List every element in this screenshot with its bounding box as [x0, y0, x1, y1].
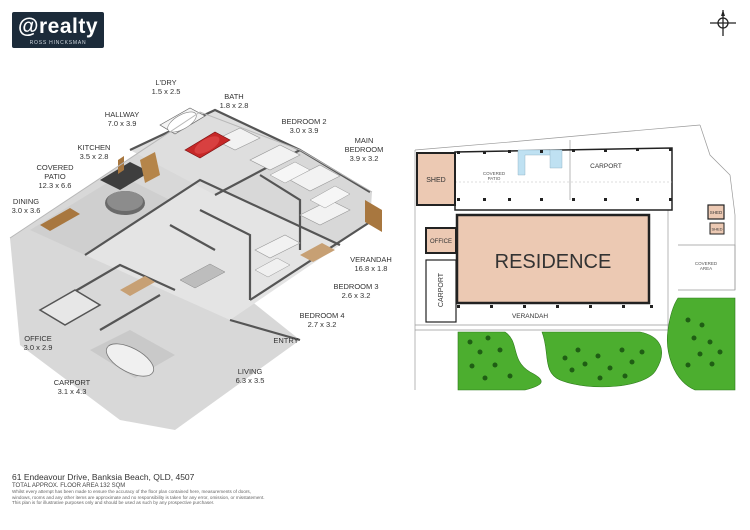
realty-logo: @realty ROSS HINCKSMAN [12, 12, 104, 48]
total-floor-area: TOTAL APPROX. FLOOR AREA 132 SQM [12, 483, 126, 489]
site-small-shed-label: SHED [710, 210, 723, 215]
logo-brand: @realty [18, 15, 99, 38]
site-small-shed2-label: SHED [711, 227, 722, 232]
site-carport-top-label: CARPORT [590, 163, 622, 170]
logo-tagline: ROSS HINCKSMAN [29, 40, 87, 46]
site-plan: SHED RESIDENCE OFFICE CARPORT VERANDAH C… [414, 124, 736, 391]
disclaimer-line-2: windows, rooms and any other items are a… [12, 494, 265, 500]
property-address: 61 Endeavour Drive, Banksia Beach, QLD, … [12, 472, 195, 482]
site-office-label: OFFICE [430, 239, 452, 245]
site-shed-label: SHED [426, 177, 445, 184]
listing-footer: 61 Endeavour Drive, Banksia Beach, QLD, … [12, 472, 512, 506]
north-compass-icon [710, 10, 736, 36]
label-entry: ENTRY [273, 336, 299, 345]
site-carport-side-label: CARPORT [438, 272, 445, 307]
site-verandah-label: VERANDAH [512, 313, 548, 320]
disclaimer-line-3: This plan is for illustrative purposes o… [12, 500, 215, 506]
isometric-floor-plan [9, 107, 382, 430]
site-residence-label: RESIDENCE [495, 251, 612, 273]
disclaimer-line-1: Whilst every attempt has been made to en… [12, 489, 252, 494]
